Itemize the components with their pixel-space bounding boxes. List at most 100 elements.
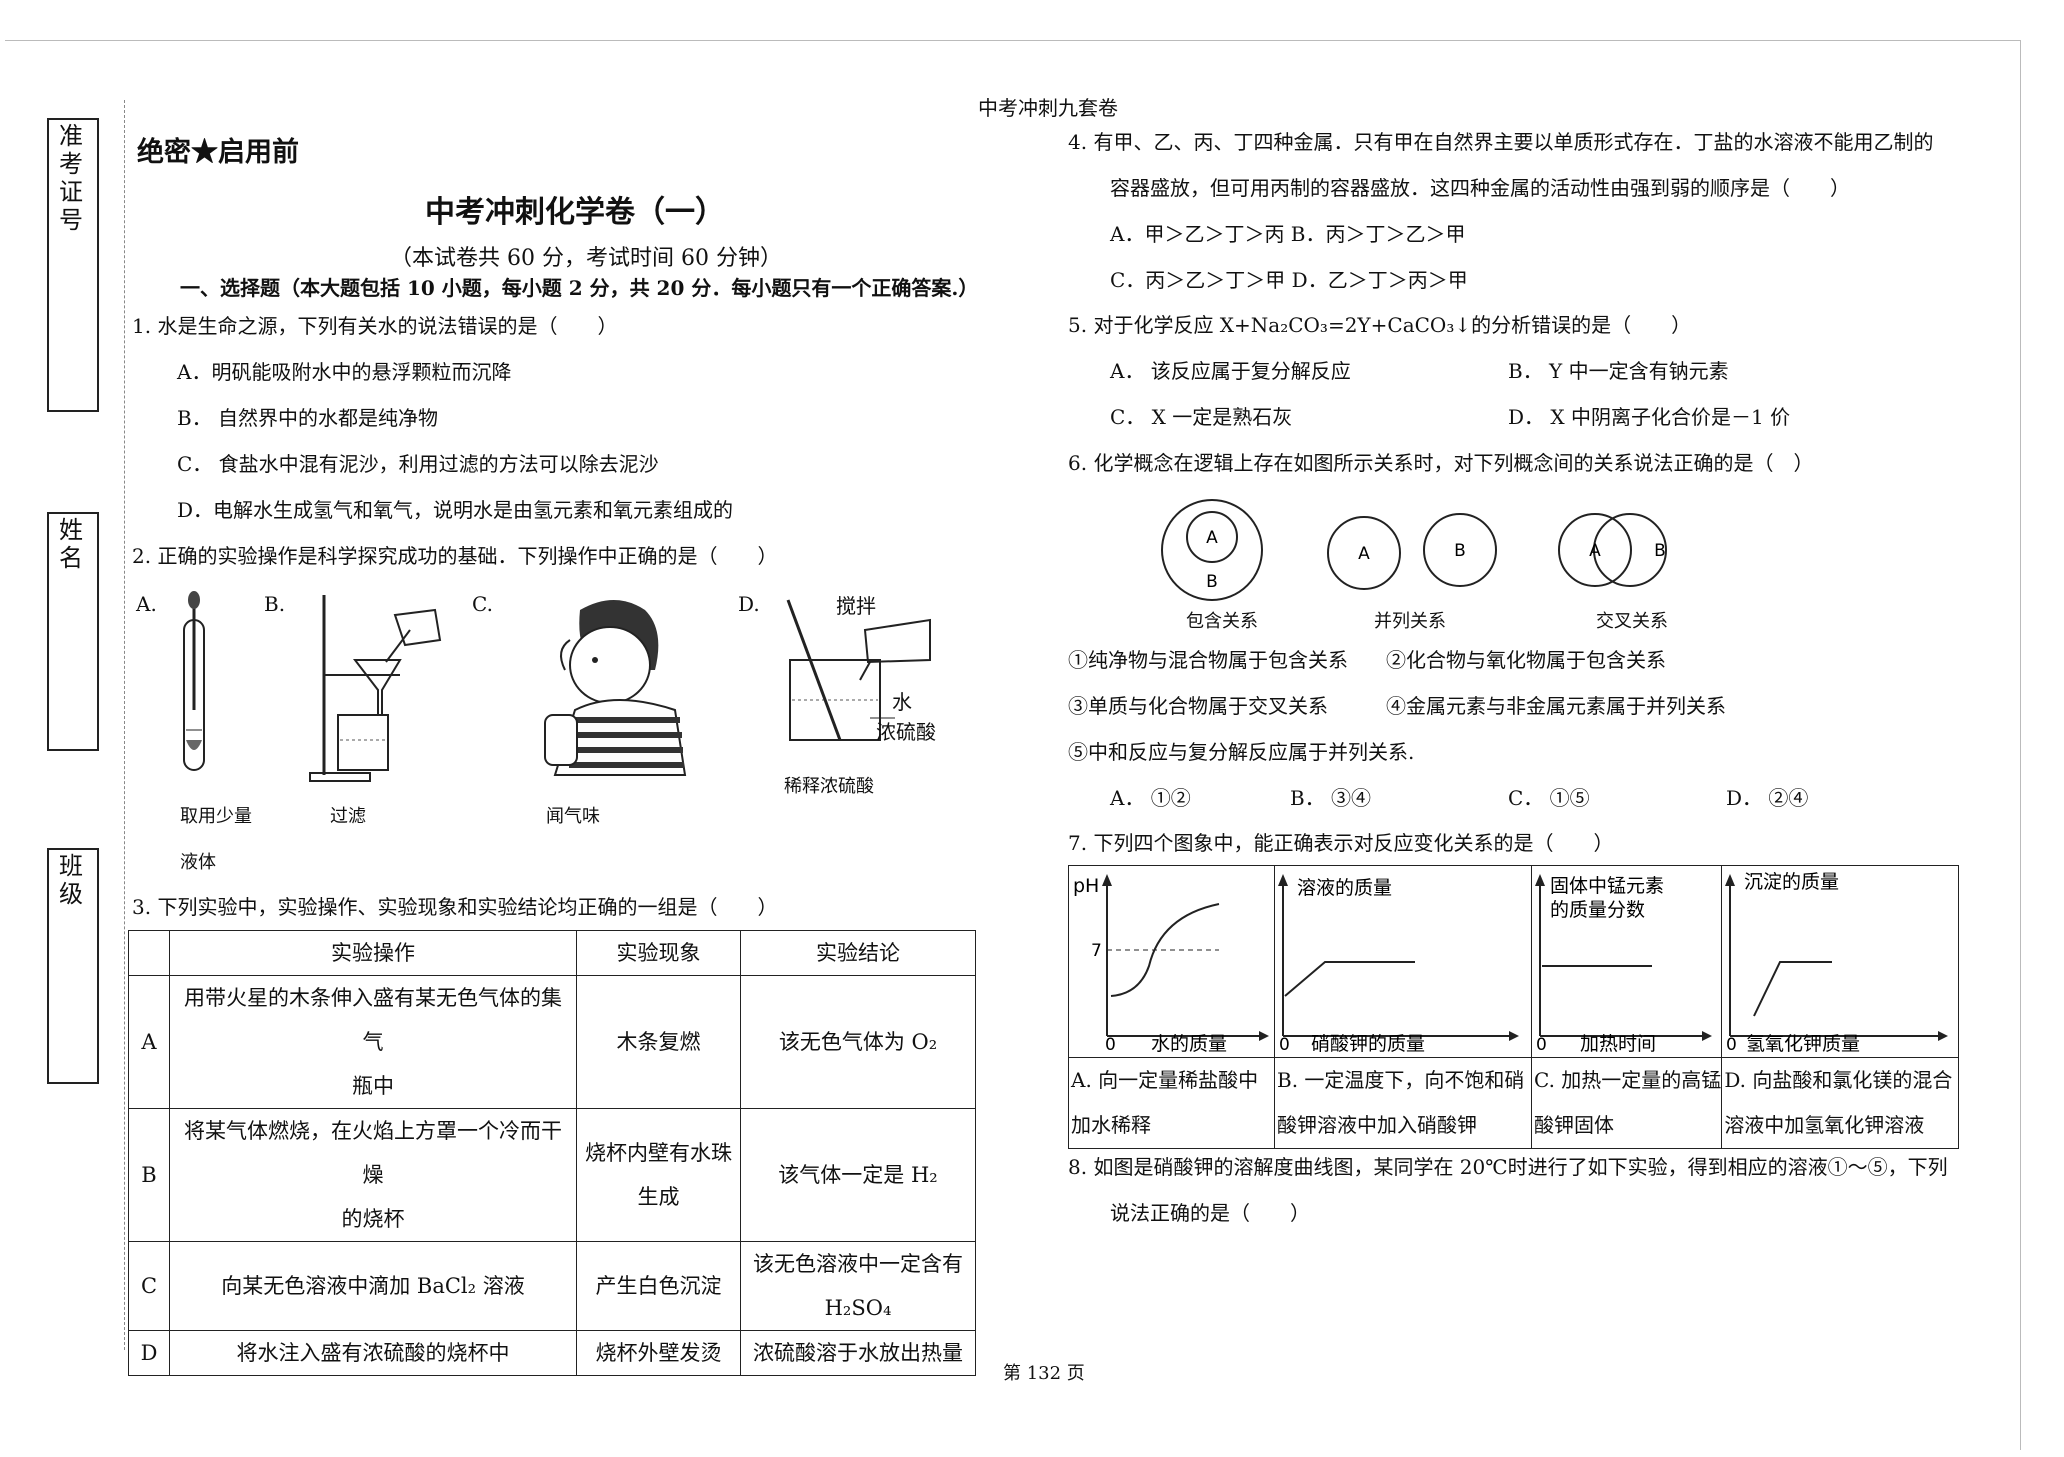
q1-stem: 1. 水是生命之源，下列有关水的说法错误的是（ ） bbox=[132, 314, 618, 338]
set-label: B bbox=[1454, 541, 1466, 561]
class-box bbox=[47, 848, 99, 1084]
q7-caption-c: C. 加热一定量的高锰酸钾固体 bbox=[1530, 1057, 1723, 1149]
set-label: B bbox=[1206, 572, 1218, 592]
graph-ylabel: pH bbox=[1073, 875, 1099, 897]
table-row: B 将某气体燃烧，在火焰上方罩一个冷而干燥的烧杯 烧杯内壁有水珠生成 该气体一定… bbox=[128, 1108, 976, 1242]
q7-graph-c: 固体中锰元素 的质量分数 0 加热时间 bbox=[1530, 865, 1723, 1058]
q5-option-a: A． 该反应属于复分解反应 bbox=[1110, 359, 1351, 383]
q6-option-b: B． ③④ bbox=[1290, 786, 1372, 810]
row-phenomenon: 木条复燃 bbox=[576, 975, 741, 1109]
q1-option-b: B． 自然界中的水都是纯净物 bbox=[177, 406, 439, 430]
q3-table: 实验操作 实验现象 实验结论 A 用带火星的木条伸入盛有某无色气体的集气瓶中 木… bbox=[128, 930, 976, 1376]
q6-label-inclusion: 包含关系 bbox=[1186, 611, 1258, 632]
page-number: 第 132 页 bbox=[1003, 1363, 1085, 1384]
row-key: D bbox=[128, 1330, 170, 1376]
q6-label-parallel: 并列关系 bbox=[1374, 611, 1446, 632]
q2-caption-a2: 液体 bbox=[180, 852, 216, 873]
section-heading: 一、选择题（本大题包括 10 小题，每小题 2 分，共 20 分．每小题只有一个… bbox=[180, 276, 979, 300]
q2-caption-d: 稀释浓硫酸 bbox=[784, 776, 874, 797]
set-label: A bbox=[1589, 541, 1601, 561]
row-key: C bbox=[128, 1241, 170, 1331]
row-operation: 用带火星的木条伸入盛有某无色气体的集气瓶中 bbox=[169, 975, 577, 1109]
graph-origin: 0 bbox=[1279, 1035, 1290, 1052]
q6-option-c: C． ①⑤ bbox=[1508, 786, 1590, 810]
graph-ylabel: 固体中锰元素 bbox=[1550, 875, 1664, 897]
q3-stem: 3. 下列实验中，实验操作、实验现象和实验结论均正确的一组是（ ） bbox=[132, 895, 778, 919]
q5-stem: 5. 对于化学反应 X+Na₂CO₃=2Y+CaCO₃↓的分析错误的是（ ） bbox=[1068, 313, 1692, 337]
q2-caption-b: 过滤 bbox=[330, 806, 366, 827]
row-conclusion: 该无色气体为 O₂ bbox=[740, 975, 976, 1109]
exam-id-label: 准考证号 bbox=[59, 122, 83, 234]
row-operation: 将某气体燃烧，在火焰上方罩一个冷而干燥的烧杯 bbox=[169, 1108, 577, 1242]
name-label: 姓名 bbox=[59, 516, 83, 572]
q6-statement-2: ②化合物与氧化物属于包含关系 bbox=[1386, 648, 1666, 672]
q2-label-water: 水 bbox=[892, 690, 912, 714]
q7-graph-table: pH 7 0 水的质量 溶液的质量 0 硝酸钾的质量 bbox=[1068, 865, 1960, 1149]
row-phenomenon: 产生白色沉淀 bbox=[576, 1241, 741, 1331]
q7-graph-a: pH 7 0 水的质量 bbox=[1068, 865, 1275, 1058]
q2-letter-b: B. bbox=[264, 592, 286, 616]
q7-caption-d: D. 向盐酸和氯化镁的混合溶液中加氢氧化钾溶液 bbox=[1721, 1057, 1960, 1149]
q6-label-cross: 交叉关系 bbox=[1596, 611, 1668, 632]
running-title: 中考冲刺九套卷 bbox=[978, 96, 1118, 120]
q4-line2: 容器盛放，但可用丙制的容器盛放．这四种金属的活动性由强到弱的顺序是（ ） bbox=[1110, 176, 1850, 200]
class-label: 班级 bbox=[59, 852, 83, 908]
q5-option-c: C． X 一定是熟石灰 bbox=[1110, 405, 1293, 429]
q7-graph-d: 沉淀的质量 0 氢氧化钾质量 bbox=[1721, 865, 1960, 1058]
paper-title: 中考冲刺化学卷（一） bbox=[425, 195, 725, 230]
graph-origin: 0 bbox=[1105, 1035, 1116, 1052]
q2-figure-b-filtration bbox=[309, 595, 442, 782]
q2-stem: 2. 正确的实验操作是科学探究成功的基础．下列操作中正确的是（ ） bbox=[132, 544, 778, 568]
q2-caption-c: 闻气味 bbox=[546, 806, 600, 827]
row-conclusion: 浓硫酸溶于水放出热量 bbox=[740, 1330, 976, 1376]
set-label: A bbox=[1358, 544, 1370, 564]
graph-origin: 0 bbox=[1536, 1035, 1547, 1052]
q2-caption-a1: 取用少量 bbox=[180, 806, 252, 827]
q3-header-phenomenon: 实验现象 bbox=[576, 930, 741, 976]
exam-id-box bbox=[47, 118, 99, 412]
q2-letter-a: A. bbox=[136, 592, 157, 616]
q6-relation-diagrams: A B A B A B bbox=[1161, 499, 1667, 601]
paper-subtitle: （本试卷共 60 分，考试时间 60 分钟） bbox=[390, 246, 782, 271]
row-conclusion: 该气体一定是 H₂ bbox=[740, 1108, 976, 1242]
graph-ylabel: 沉淀的质量 bbox=[1744, 871, 1839, 893]
q1-option-c: C． 食盐水中混有泥沙，利用过滤的方法可以除去泥沙 bbox=[177, 452, 659, 476]
q4-options-cd: C．丙＞乙＞丁＞甲 D．乙＞丁＞丙＞甲 bbox=[1110, 268, 1468, 292]
graph-tick: 7 bbox=[1091, 941, 1102, 961]
q6-statement-4: ④金属元素与非金属元素属于并列关系 bbox=[1386, 694, 1726, 718]
q7-stem: 7. 下列四个图象中，能正确表示对反应变化关系的是（ ） bbox=[1068, 831, 1614, 855]
q2-letter-c: C. bbox=[472, 592, 493, 616]
set-label: A bbox=[1206, 528, 1218, 548]
table-row: A 用带火星的木条伸入盛有某无色气体的集气瓶中 木条复燃 该无色气体为 O₂ bbox=[128, 975, 976, 1109]
q8-line1: 8. 如图是硝酸钾的溶解度曲线图，某同学在 20℃时进行了如下实验，得到相应的溶… bbox=[1068, 1155, 1948, 1179]
q5-option-d: D． X 中阴离子化合价是－1 价 bbox=[1508, 405, 1791, 429]
row-phenomenon: 烧杯外壁发烫 bbox=[576, 1330, 741, 1376]
q6-statement-3: ③单质与化合物属于交叉关系 bbox=[1068, 694, 1328, 718]
q4-line1: 4. 有甲、乙、丙、丁四种金属．只有甲在自然界主要以单质形式存在．丁盐的水溶液不… bbox=[1068, 130, 1934, 154]
row-key: A bbox=[128, 975, 170, 1109]
row-operation: 向某无色溶液中滴加 BaCl₂ 溶液 bbox=[169, 1241, 577, 1331]
q3-header-conclusion: 实验结论 bbox=[740, 930, 976, 976]
q2-figure-c-smelling bbox=[544, 600, 687, 776]
graph-xlabel: 氢氧化钾质量 bbox=[1746, 1033, 1860, 1052]
q7-caption-a: A. 向一定量稀盐酸中加水稀释 bbox=[1068, 1057, 1275, 1149]
graph-xlabel: 硝酸钾的质量 bbox=[1311, 1033, 1425, 1052]
row-phenomenon: 烧杯内壁有水珠生成 bbox=[576, 1108, 741, 1242]
q6-statement-1: ①纯净物与混合物属于包含关系 bbox=[1068, 648, 1348, 672]
q2-figure-d-dilution bbox=[786, 599, 931, 741]
q7-caption-b: B. 一定温度下，向不饱和硝酸钾溶液中加入硝酸钾 bbox=[1274, 1057, 1532, 1149]
q5-option-b: B． Y 中一定含有钠元素 bbox=[1508, 359, 1729, 383]
q8-line2: 说法正确的是（ ） bbox=[1110, 1201, 1310, 1225]
secret-mark: 绝密★启用前 bbox=[137, 137, 299, 168]
q2-label-acid: 浓硫酸 bbox=[876, 720, 936, 744]
graph-origin: 0 bbox=[1726, 1035, 1737, 1052]
graph-ylabel: 的质量分数 bbox=[1550, 899, 1645, 921]
set-label: B bbox=[1654, 541, 1666, 561]
graph-ylabel: 溶液的质量 bbox=[1297, 877, 1392, 899]
q4-options-ab: A．甲＞乙＞丁＞丙 B．丙＞丁＞乙＞甲 bbox=[1110, 222, 1466, 246]
page-border-top bbox=[5, 40, 2020, 41]
graph-xlabel: 加热时间 bbox=[1580, 1033, 1656, 1052]
q6-option-d: D． ②④ bbox=[1726, 786, 1809, 810]
